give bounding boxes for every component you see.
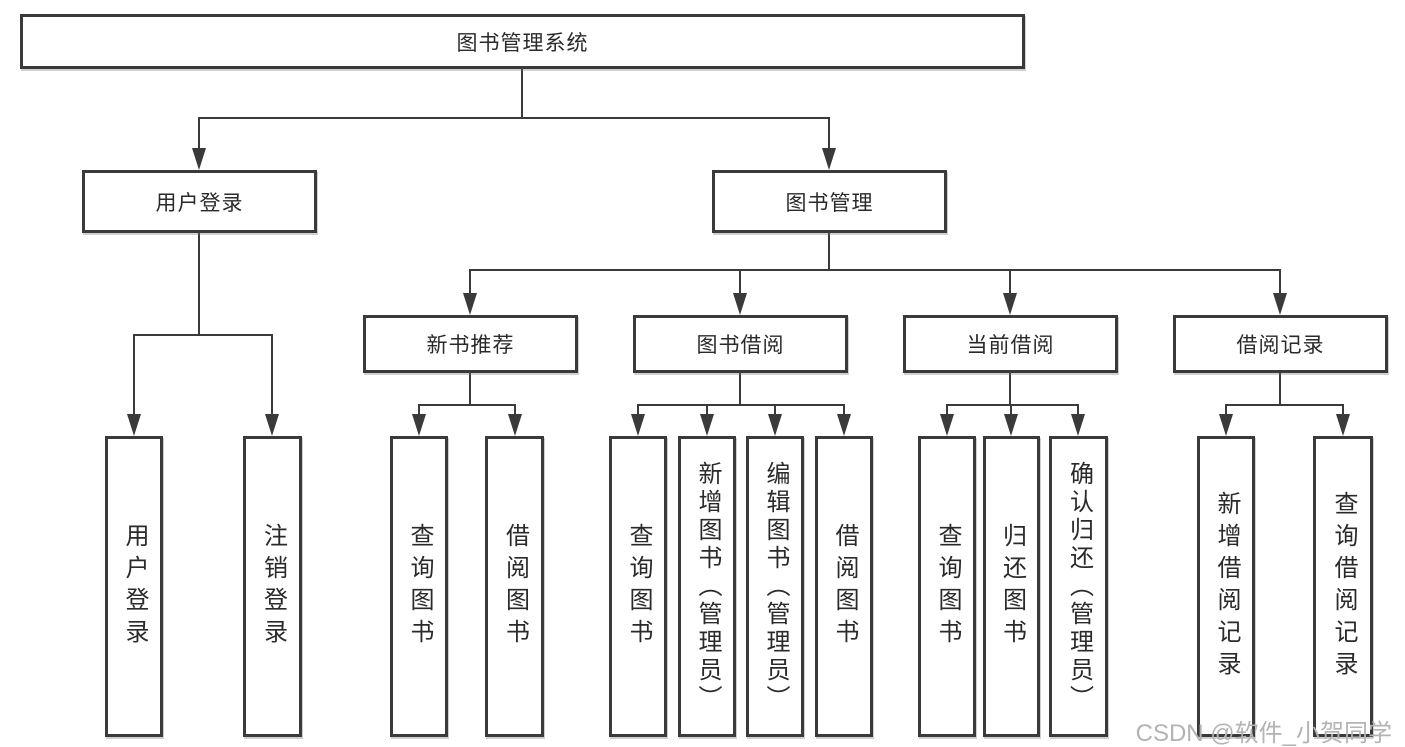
leaf-node: 查询图书 (390, 436, 448, 737)
node-label: 图书管理 (785, 191, 874, 215)
leaf-label: 新增图书（管理员） (694, 460, 721, 713)
node-label: 当前借阅 (966, 334, 1055, 357)
node-label: 新书推荐 (426, 334, 515, 357)
connector-line (271, 335, 273, 418)
connector-line (843, 405, 845, 418)
node-label: 用户登录 (155, 191, 244, 215)
connector-line (1010, 405, 1012, 418)
arrow-down-icon (1336, 414, 1350, 436)
leaf-label: 查询图书 (625, 522, 652, 651)
leaf-label: 用户登录 (121, 522, 148, 651)
leaf-label: 新增借阅记录 (1213, 490, 1240, 683)
arrow-down-icon (192, 148, 206, 170)
arrow-down-icon (768, 414, 782, 436)
watermark: CSDN @软件_小贺同学 (1135, 720, 1392, 747)
arrow-down-icon (127, 414, 141, 436)
connector-line (706, 405, 708, 418)
leaf-label: 借阅图书 (831, 522, 858, 651)
connector-line (521, 69, 523, 118)
leaf-node: 新增借阅记录 (1197, 436, 1255, 737)
arrow-down-icon (1273, 293, 1287, 315)
leaf-label: 确认归还（管理员） (1065, 460, 1093, 713)
leaf-node: 查询图书 (609, 436, 667, 737)
arrow-down-icon (822, 148, 836, 170)
leaf-node: 编辑图书（管理员） (746, 436, 804, 737)
connector-line (198, 233, 200, 335)
leaf-node: 归还图书 (983, 436, 1040, 737)
connector-line (198, 118, 200, 152)
node-label: 图书借阅 (696, 334, 785, 357)
node-user-login: 用户登录 (82, 170, 317, 233)
leaf-node: 确认归还（管理员） (1049, 436, 1108, 737)
connector-line (418, 405, 420, 418)
connector-line (133, 334, 273, 336)
connector-line (739, 373, 741, 405)
connector-line (946, 404, 1079, 406)
arrow-down-icon (837, 414, 851, 436)
arrow-down-icon (631, 414, 645, 436)
connector-line (828, 233, 830, 270)
connector-line (1225, 405, 1227, 418)
node-book-management: 图书管理 (712, 170, 947, 233)
arrow-down-icon (1219, 414, 1233, 436)
arrow-down-icon (700, 414, 714, 436)
connector-line (1342, 405, 1344, 418)
arrow-down-icon (1003, 293, 1017, 315)
connector-line (1279, 270, 1281, 297)
connector-line (1009, 373, 1011, 405)
leaf-node: 用户登录 (105, 436, 163, 737)
leaf-node: 注销登录 (243, 436, 302, 737)
leaf-label: 归还图书 (998, 522, 1026, 651)
arrow-down-icon (463, 293, 477, 315)
connector-line (1279, 373, 1281, 405)
connector-line (637, 404, 845, 406)
leaf-node: 借阅图书 (485, 436, 544, 737)
connector-line (418, 404, 516, 406)
connector-line (133, 335, 135, 418)
arrow-down-icon (412, 414, 426, 436)
leaf-node: 查询借阅记录 (1313, 436, 1373, 737)
arrow-down-icon (940, 414, 954, 436)
leaf-label: 编辑图书（管理员） (762, 460, 789, 713)
connector-line (469, 269, 1281, 271)
arrow-down-icon (265, 414, 279, 436)
connector-line (828, 118, 830, 152)
connector-line (1009, 270, 1011, 297)
leaf-label: 查询借阅记录 (1330, 490, 1357, 683)
connector-line (469, 270, 471, 297)
connector-line (946, 405, 948, 418)
connector-line (514, 405, 516, 418)
connector-line (1225, 404, 1344, 406)
connector-line (637, 405, 639, 418)
connector-line (739, 270, 741, 297)
node-root: 图书管理系统 (20, 14, 1025, 69)
node-new-book-recommend: 新书推荐 (363, 315, 578, 373)
leaf-node: 新增图书（管理员） (678, 436, 736, 737)
node-label: 借阅记录 (1236, 334, 1325, 357)
leaf-label: 借阅图书 (501, 522, 529, 651)
arrow-down-icon (1071, 414, 1085, 436)
arrow-down-icon (1004, 414, 1018, 436)
arrow-down-icon (733, 293, 747, 315)
node-label: 图书管理系统 (456, 31, 589, 55)
leaf-label: 查询图书 (934, 522, 961, 651)
leaf-label: 查询图书 (406, 522, 433, 651)
node-current-borrow: 当前借阅 (903, 315, 1118, 373)
node-book-borrow: 图书借阅 (633, 315, 848, 373)
leaf-node: 查询图书 (918, 436, 976, 737)
connector-line (1077, 405, 1079, 418)
leaf-label: 注销登录 (259, 522, 287, 651)
connector-line (198, 117, 830, 119)
node-borrow-records: 借阅记录 (1173, 315, 1388, 373)
connector-line (774, 405, 776, 418)
leaf-node: 借阅图书 (815, 436, 873, 737)
arrow-down-icon (508, 414, 522, 436)
connector-line (469, 373, 471, 405)
